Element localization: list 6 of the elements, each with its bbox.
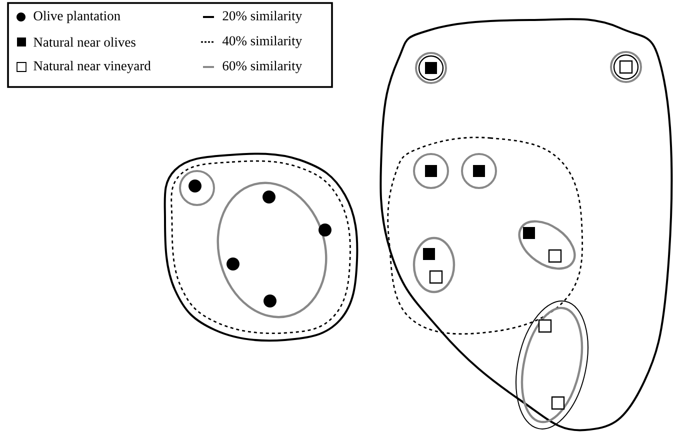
legend-label: Natural near olives [34,37,136,47]
legend-label: Natural near vineyard [34,60,151,74]
legend-label: Olive plantation [34,10,120,24]
legend-label: 60% similarity [222,60,302,74]
legend-label: 20% similarity [222,10,302,24]
legend-label: 40% similarity [222,36,302,48]
